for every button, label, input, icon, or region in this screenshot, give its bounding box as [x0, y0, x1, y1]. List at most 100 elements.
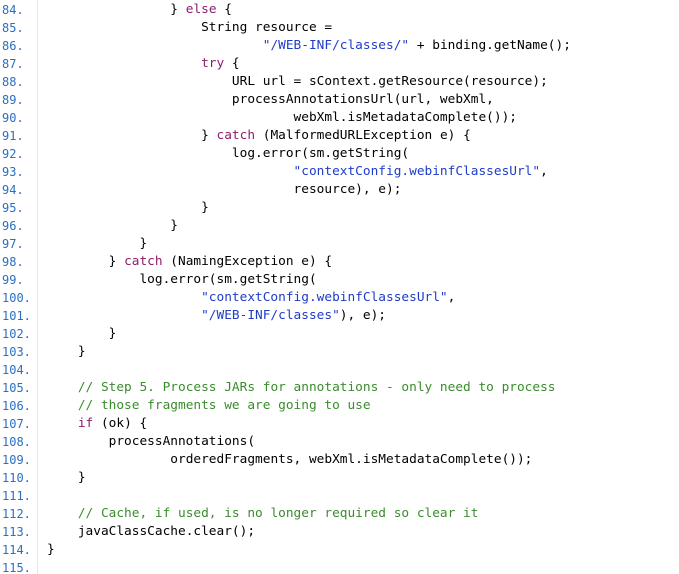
code-token: URL url = sContext.getResource(resource)…: [231, 74, 548, 89]
line-number: 104.: [2, 363, 31, 377]
line-code: if (ok) {: [47, 415, 147, 433]
indent: [47, 182, 294, 197]
code-line: 95. }: [0, 199, 679, 217]
indent: [47, 344, 78, 359]
code-line: 103. }: [0, 343, 679, 361]
indent: [47, 380, 78, 395]
line-number: 107.: [2, 417, 31, 431]
line-code: }: [47, 343, 86, 361]
code-line: 115.: [0, 559, 679, 574]
line-number: 91.: [2, 129, 24, 143]
code-line: 86. "/WEB-INF/classes/" + binding.getNam…: [0, 37, 679, 55]
code-line: 85. String resource =: [0, 19, 679, 37]
code-line: 101. "/WEB-INF/classes"), e);: [0, 307, 679, 325]
code-line: 114.}: [0, 541, 679, 559]
line-code: log.error(sm.getString(: [47, 271, 316, 289]
comment-token: // Step 5. Process JARs for annotations …: [77, 380, 556, 395]
line-code: resource), e);: [47, 181, 402, 199]
code-token: javaClassCache.clear();: [77, 524, 256, 539]
line-number: 95.: [2, 201, 24, 215]
indent: [47, 398, 78, 413]
line-code: try {: [47, 55, 240, 73]
code-line: 88. URL url = sContext.getResource(resou…: [0, 73, 679, 91]
string-token: "contextConfig.webinfClassesUrl": [293, 164, 541, 179]
code-token: }: [170, 218, 178, 233]
line-number: 114.: [2, 543, 31, 557]
code-line: 110. }: [0, 469, 679, 487]
line-number: 90.: [2, 111, 24, 125]
line-number: 103.: [2, 345, 31, 359]
code-line: 99. log.error(sm.getString(: [0, 271, 679, 289]
line-code: processAnnotationsUrl(url, webXml,: [47, 91, 494, 109]
code-token: }: [77, 344, 86, 359]
code-token: (MalformedURLException e) {: [255, 128, 471, 143]
code-line: 97. }: [0, 235, 679, 253]
code-token: resource), e);: [293, 182, 402, 197]
line-number-gutter: [0, 0, 36, 574]
code-line: 113. javaClassCache.clear();: [0, 523, 679, 541]
indent: [47, 74, 232, 89]
line-number: 84.: [2, 3, 24, 17]
line-code: // those fragments we are going to use: [47, 397, 371, 415]
line-number: 109.: [2, 453, 31, 467]
indent: [47, 326, 109, 341]
code-token: ,: [447, 290, 456, 305]
code-token: log.error(sm.getString(: [231, 146, 410, 161]
line-number: 97.: [2, 237, 24, 251]
code-line: 98. } catch (NamingException e) {: [0, 253, 679, 271]
indent: [47, 236, 139, 251]
code-line: 89. processAnnotationsUrl(url, webXml,: [0, 91, 679, 109]
line-number: 102.: [2, 327, 31, 341]
code-token: }: [170, 2, 186, 17]
line-number: 98.: [2, 255, 24, 269]
indent: [47, 56, 201, 71]
code-token: + binding.getName();: [409, 38, 571, 53]
indent: [47, 2, 170, 17]
line-number: 101.: [2, 309, 31, 323]
keyword-token: catch: [124, 254, 163, 269]
line-code: "/WEB-INF/classes/" + binding.getName();: [47, 37, 571, 55]
keyword-token: if: [77, 416, 94, 431]
line-code: }: [47, 217, 178, 235]
code-line: 100. "contextConfig.webinfClassesUrl",: [0, 289, 679, 307]
line-code: URL url = sContext.getResource(resource)…: [47, 73, 548, 91]
string-token: "/WEB-INF/classes/": [262, 38, 410, 53]
line-number: 112.: [2, 507, 31, 521]
line-code: "/WEB-INF/classes"), e);: [47, 307, 386, 325]
line-code: }: [47, 541, 55, 559]
code-token: {: [224, 56, 240, 71]
indent: [47, 272, 139, 287]
string-token: "/WEB-INF/classes": [201, 308, 340, 323]
indent: [47, 164, 294, 179]
line-code: orderedFragments, webXml.isMetadataCompl…: [47, 451, 532, 469]
line-number: 99.: [2, 273, 24, 287]
line-code: javaClassCache.clear();: [47, 523, 255, 541]
code-token: processAnnotations(: [108, 434, 256, 449]
indent: [47, 200, 201, 215]
line-number: 105.: [2, 381, 31, 395]
line-number: 87.: [2, 57, 24, 71]
line-number: 88.: [2, 75, 24, 89]
code-line: 87. try {: [0, 55, 679, 73]
indent: [47, 20, 201, 35]
line-code: }: [47, 325, 117, 343]
indent: [47, 524, 78, 539]
code-token: orderedFragments, webXml.isMetadataCompl…: [170, 452, 533, 467]
code-token: String resource =: [201, 20, 333, 35]
line-code: log.error(sm.getString(: [47, 145, 409, 163]
code-token: {: [216, 2, 232, 17]
indent: [47, 416, 78, 431]
indent: [47, 452, 170, 467]
indent: [47, 506, 78, 521]
line-number: 108.: [2, 435, 31, 449]
indent: [47, 92, 232, 107]
string-token: "contextConfig.webinfClassesUrl": [201, 290, 448, 305]
indent: [47, 290, 201, 305]
code-line: 111.: [0, 487, 679, 505]
line-number: 110.: [2, 471, 31, 485]
line-number: 92.: [2, 147, 24, 161]
line-code: processAnnotations(: [47, 433, 255, 451]
code-token: }: [139, 236, 148, 251]
indent: [47, 254, 109, 269]
